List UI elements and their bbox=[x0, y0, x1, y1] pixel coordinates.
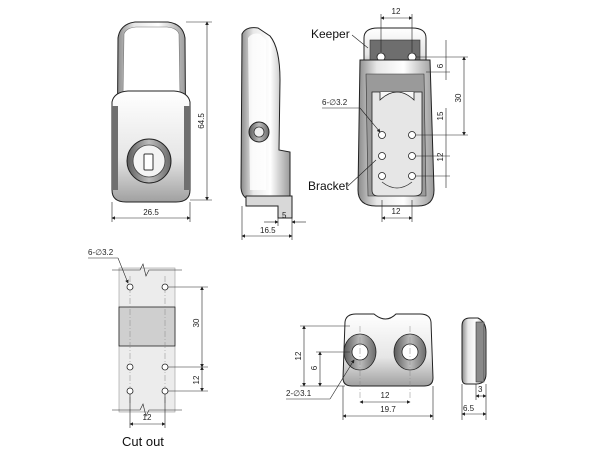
keeper-side-6-5-dim: 6.5 bbox=[463, 404, 475, 413]
cutout-opening bbox=[118, 306, 176, 347]
cut-out-view: 6-∅3.2 30 12 12 Cut out bbox=[88, 248, 208, 449]
rear-view: 12 12 6 15 12 30 Keeper 6-∅3.2 Bracket bbox=[308, 7, 468, 222]
bracket-hole-5 bbox=[378, 172, 386, 180]
left-edge-shadow bbox=[112, 106, 118, 190]
keeper-offset-dim: 6 bbox=[436, 63, 445, 68]
bracket-hole-2 bbox=[408, 131, 416, 139]
bracket-hole-3 bbox=[378, 152, 386, 160]
holes-callout-cutout: 6-∅3.2 bbox=[88, 248, 114, 257]
keeper-side-3-dim: 3 bbox=[478, 385, 483, 394]
cutout-hole-3 bbox=[126, 363, 134, 371]
keeper-label: Keeper bbox=[311, 27, 350, 41]
holes-callout-rear: 6-∅3.2 bbox=[322, 98, 348, 107]
bottom-hole-spacing: 12 bbox=[392, 207, 401, 216]
bracket-hole-4 bbox=[408, 152, 416, 160]
keyhole-icon bbox=[143, 153, 154, 171]
right-edge-shadow bbox=[184, 106, 190, 190]
holes-callout-keeper: 2-∅3.1 bbox=[286, 389, 312, 398]
keeper-12-width-dim: 12 bbox=[381, 391, 390, 400]
top-hole-spacing: 12 bbox=[392, 7, 401, 16]
cutout-hole-6 bbox=[161, 387, 169, 395]
cutout-hole-5 bbox=[126, 387, 134, 395]
bracket-label: Bracket bbox=[308, 179, 349, 193]
cutout-12-vertical-dim: 12 bbox=[192, 375, 201, 384]
cutout-hole-2 bbox=[161, 283, 169, 291]
keeper-12-height-dim: 12 bbox=[294, 351, 303, 360]
side-highlight bbox=[248, 33, 266, 190]
keeper-side-view: 3 6.5 bbox=[461, 317, 487, 420]
width-dimension: 26.5 bbox=[143, 208, 159, 217]
bracket-15-dim: 15 bbox=[436, 111, 445, 120]
cutout-30-dim: 30 bbox=[192, 318, 201, 327]
cut-out-caption: Cut out bbox=[122, 434, 164, 449]
bracket-hole-6 bbox=[408, 172, 416, 180]
flange-dimension: 5 bbox=[282, 211, 287, 220]
rear-30-dim: 30 bbox=[454, 93, 463, 102]
side-view: 5 16.5 bbox=[240, 27, 306, 240]
cutout-12-horizontal-dim: 12 bbox=[143, 413, 152, 422]
depth-dimension: 16.5 bbox=[260, 226, 276, 235]
keeper-19-7-dim: 19.7 bbox=[380, 405, 396, 414]
height-dimension: 64.5 bbox=[197, 113, 206, 129]
cutout-hole-4 bbox=[161, 363, 169, 371]
keeper-front-view: 12 6 2-∅3.1 12 19.7 bbox=[286, 313, 434, 420]
latch-top-band bbox=[122, 26, 181, 97]
bracket-12-dim: 12 bbox=[436, 152, 445, 161]
bracket-part bbox=[371, 91, 423, 197]
keeper-6-height-dim: 6 bbox=[310, 365, 319, 370]
front-view: 64.5 26.5 bbox=[111, 21, 212, 222]
cutout-hole-1 bbox=[126, 283, 134, 291]
bracket-hole-1 bbox=[378, 131, 386, 139]
